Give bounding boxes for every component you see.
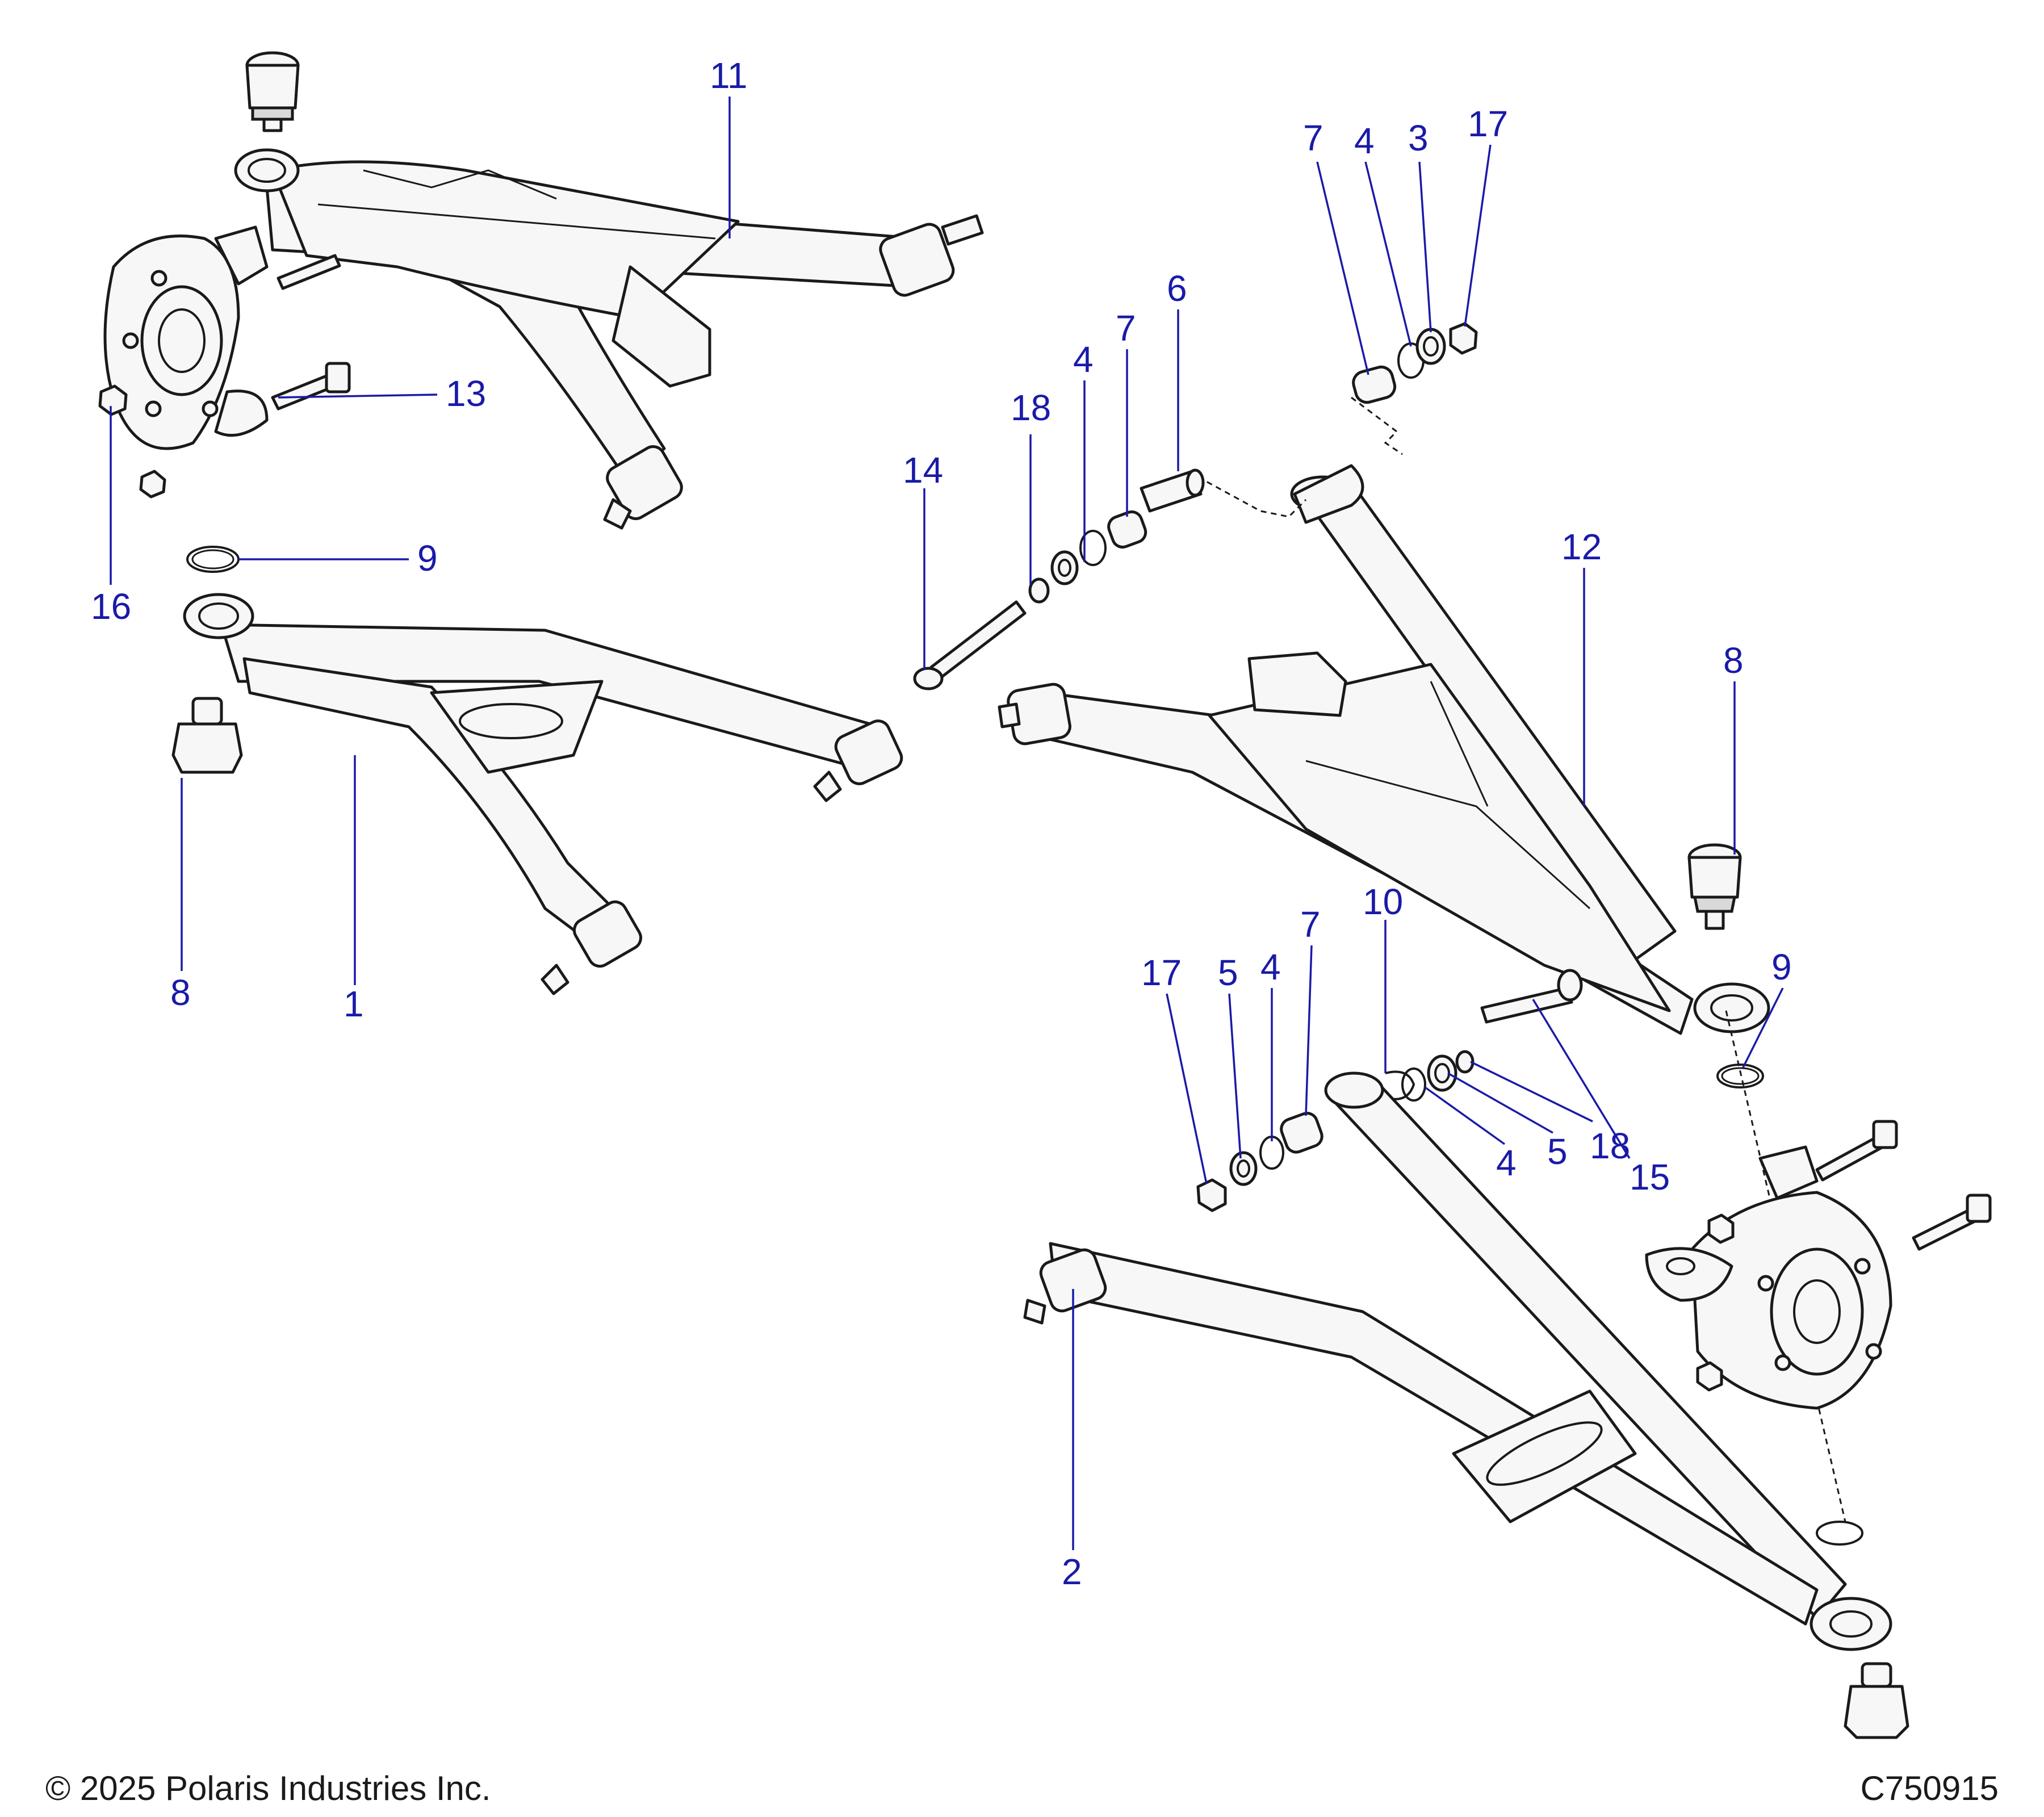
- ball-joint-8-left: [171, 697, 243, 774]
- snap-ring-lower-right: [1816, 1521, 1863, 1546]
- nut-16: [98, 384, 128, 416]
- copyright-notice: © 2025 Polaris Industries Inc.: [45, 1769, 491, 1807]
- callout-4-top: 4: [1354, 120, 1375, 161]
- callout-4-lower-left: 4: [1260, 947, 1281, 987]
- bolt-right-side: [1912, 1194, 1992, 1251]
- callout-4-upper: 4: [1073, 339, 1094, 380]
- callout-1: 1: [344, 983, 364, 1024]
- bolt-15: [1480, 969, 1583, 1024]
- callout-8-right: 8: [1723, 640, 1744, 681]
- callout-13: 13: [446, 373, 486, 414]
- lower-a-arm-left: [183, 593, 903, 995]
- upper-a-arm-right: [998, 464, 1770, 1035]
- callout-3: 3: [1408, 118, 1429, 158]
- upper-a-arm-left: [234, 148, 984, 530]
- callout-11: 11: [710, 55, 747, 96]
- callout-5-lower-right: 5: [1547, 1131, 1568, 1172]
- callout-labels: 11 13 16 9 8 1 14 18 4 7 6 7 4 3 17 12 8…: [91, 55, 1792, 1592]
- leader-lines: [110, 97, 1784, 1550]
- callout-10: 10: [1363, 881, 1403, 922]
- callout-17-top: 17: [1468, 103, 1508, 144]
- nut-right-upper: [1707, 1213, 1735, 1244]
- snap-ring-9-right: [1716, 1064, 1764, 1088]
- callout-6: 6: [1167, 268, 1187, 309]
- callout-18-lower: 18: [1590, 1125, 1630, 1166]
- callout-4-lower-right: 4: [1496, 1142, 1517, 1183]
- nut-left-lower: [139, 470, 166, 499]
- callout-7-upper: 7: [1116, 308, 1136, 349]
- callout-9-right: 9: [1771, 947, 1792, 987]
- callout-18-upper: 18: [1011, 387, 1051, 428]
- bolt-14: [913, 600, 1027, 690]
- bushing-stack-middle: [1028, 468, 1205, 604]
- lower-a-arm-right: [1023, 1071, 1892, 1651]
- drawing-number: C750915: [1860, 1769, 1999, 1807]
- callout-7-lower: 7: [1300, 904, 1321, 945]
- callout-2: 2: [1062, 1551, 1082, 1592]
- callout-16: 16: [91, 586, 131, 627]
- callout-14: 14: [903, 450, 943, 491]
- ball-joint-upper-left: [245, 51, 300, 132]
- ball-joint-8-right: [1687, 843, 1742, 930]
- knuckle-hub-right: [1645, 1145, 1892, 1410]
- nut-right-lower: [1696, 1361, 1723, 1392]
- bushing-stack-lower: [1196, 1050, 1475, 1212]
- bolt-right-upper: [1815, 1120, 1898, 1182]
- bolt-13: [271, 362, 351, 411]
- callout-17-lower: 17: [1141, 952, 1182, 993]
- bolt-upper-left: [277, 254, 341, 290]
- callout-7-top: 7: [1303, 118, 1323, 158]
- bushing-stack-top: [1352, 322, 1478, 404]
- knuckle-hub-left: [103, 225, 269, 450]
- snap-ring-9-left: [186, 546, 240, 573]
- ball-joint-lower-right: [1844, 1662, 1909, 1739]
- callout-15: 15: [1630, 1157, 1670, 1198]
- callout-9-left: 9: [417, 538, 438, 579]
- callout-5-lower-left: 5: [1218, 952, 1238, 993]
- callout-8-left: 8: [170, 972, 191, 1013]
- callout-12: 12: [1561, 526, 1602, 567]
